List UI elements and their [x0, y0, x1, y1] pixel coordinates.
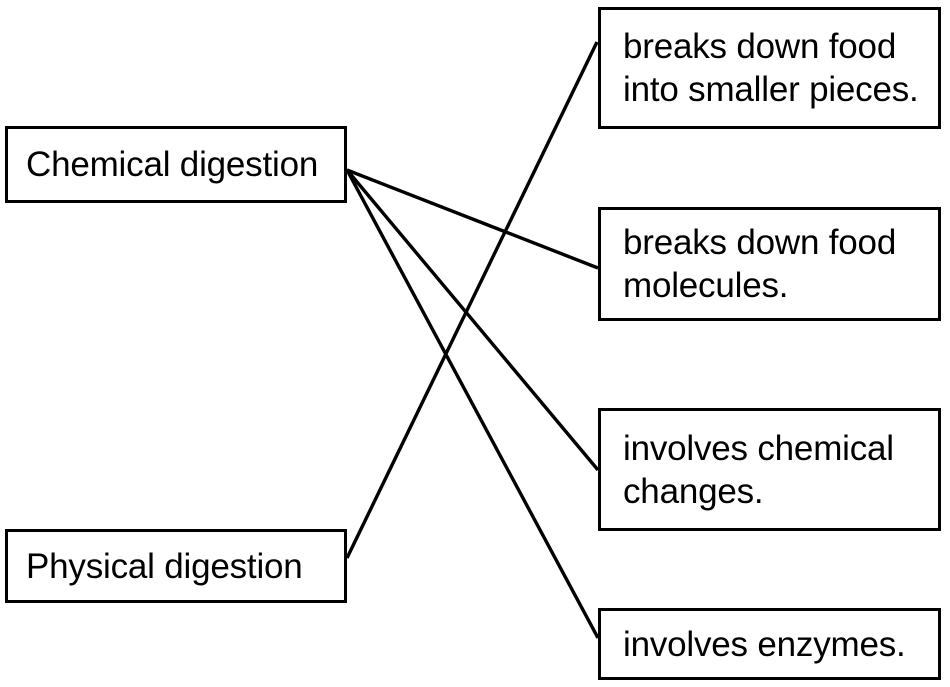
- connection-chemical-to-involves-chemical-changes: [345, 168, 600, 472]
- node-physical-digestion[interactable]: Physical digestion: [5, 529, 347, 603]
- connection-physical-to-breaks-down-food-into-smaller-pieces: [345, 41, 599, 559]
- node-breaks-down-food-into-smaller-pieces[interactable]: breaks down food into smaller pieces.: [598, 7, 941, 129]
- node-involves-enzymes-label: involves enzymes.: [623, 624, 906, 664]
- node-breaks-down-food-molecules[interactable]: breaks down food molecules.: [598, 207, 941, 321]
- node-physical-digestion-label: Physical digestion: [26, 546, 303, 586]
- connection-chemical-to-breaks-down-food-molecules: [346, 168, 599, 270]
- node-involves-enzymes[interactable]: involves enzymes.: [598, 608, 941, 680]
- node-breaks-down-food-molecules-label: breaks down food molecules.: [623, 223, 897, 305]
- node-involves-chemical-changes[interactable]: involves chemical changes.: [598, 408, 941, 531]
- node-chemical-digestion[interactable]: Chemical digestion: [5, 126, 347, 203]
- node-chemical-digestion-label: Chemical digestion: [26, 145, 319, 184]
- node-breaks-down-food-into-smaller-pieces-label: breaks down food into smaller pieces.: [623, 27, 919, 109]
- node-involves-chemical-changes-label: involves chemical changes.: [623, 428, 894, 511]
- connection-chemical-to-involves-enzymes: [345, 169, 600, 639]
